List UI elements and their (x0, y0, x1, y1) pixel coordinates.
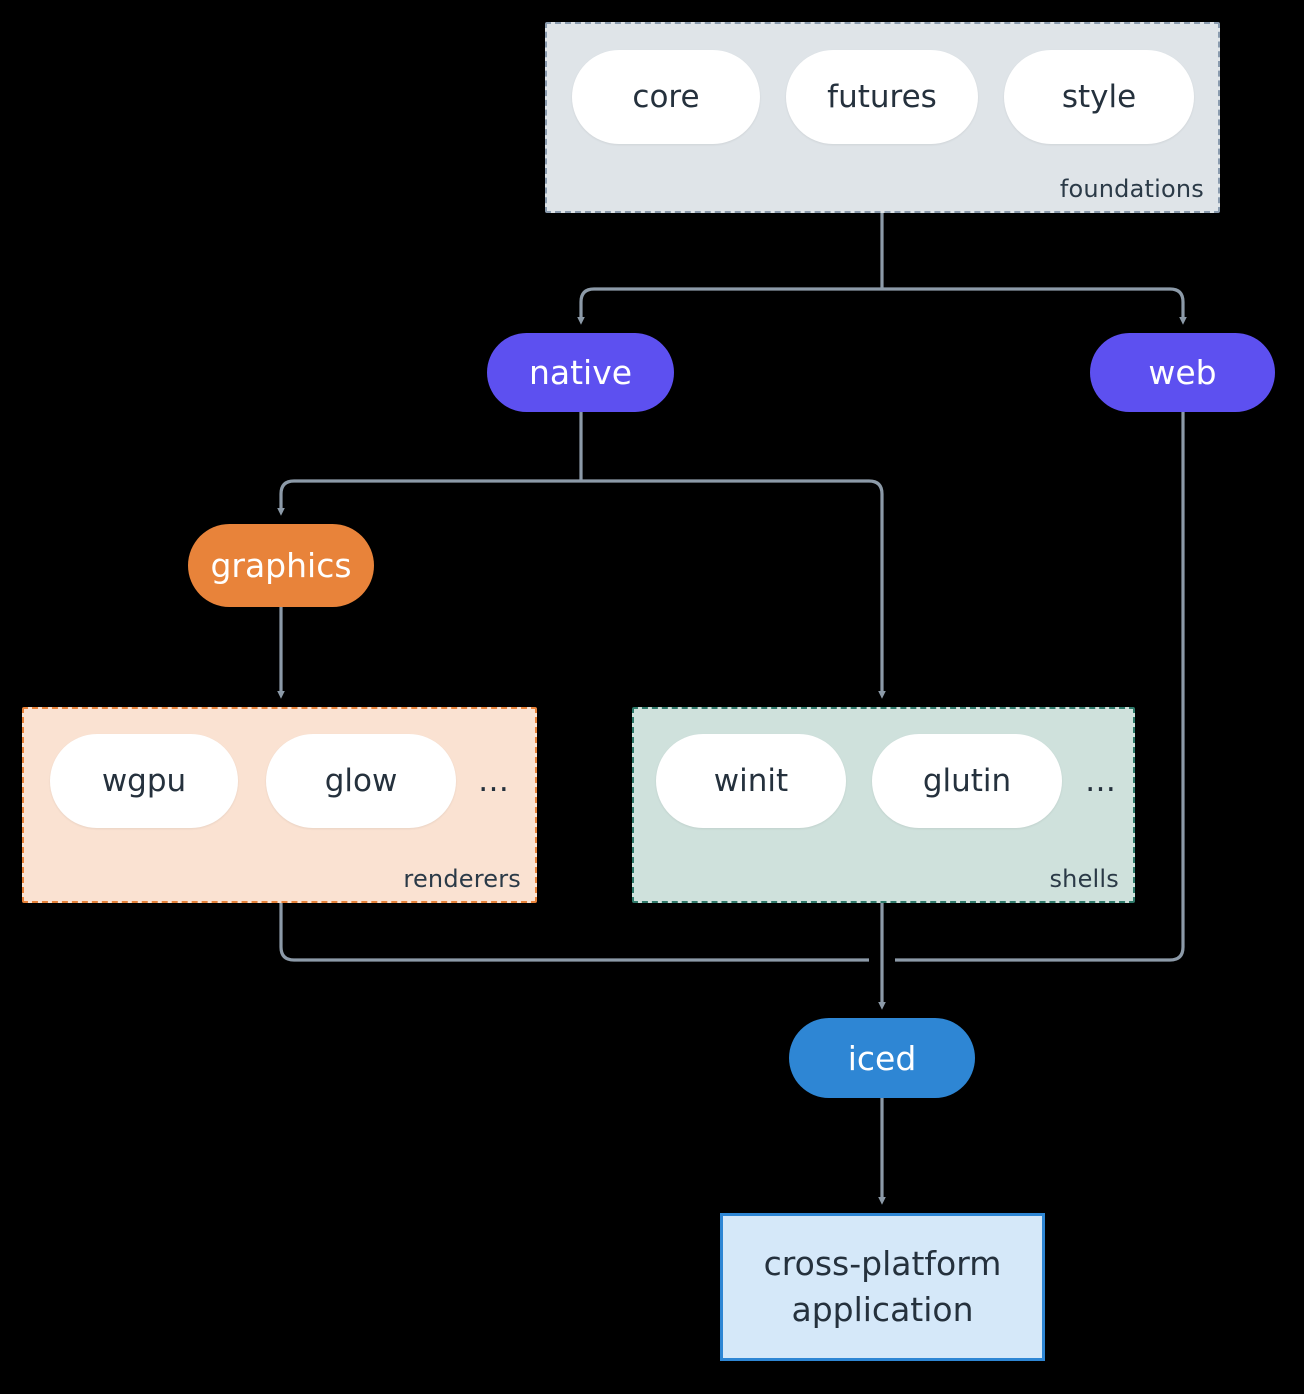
node-label-native: native (528, 353, 633, 392)
chip-label-winit: winit (713, 763, 789, 799)
node-label-iced: iced (847, 1038, 917, 1078)
chip-style[interactable]: style (1004, 50, 1194, 144)
edge-native-to-graphics (277, 479, 581, 516)
chip-label-glutin: glutin (922, 763, 1012, 799)
node-label-web: web (1148, 353, 1217, 392)
chip-glutin[interactable]: glutin (872, 734, 1062, 828)
group-label-shells: shells (1049, 865, 1119, 893)
chip-futures[interactable]: futures (786, 50, 978, 144)
chip-core[interactable]: core (572, 50, 760, 144)
edge-foundations-to-native (577, 287, 882, 325)
chip-wgpu[interactable]: wgpu (50, 734, 238, 828)
chip-glow[interactable]: glow (266, 734, 456, 828)
node-label-application-line2: application (791, 1290, 974, 1329)
renderers-ellipsis: … (478, 763, 511, 799)
edge-native-to-shells (581, 479, 886, 699)
chip-label-glow: glow (324, 763, 398, 799)
chip-label-futures: futures (827, 79, 937, 115)
edge-renderers-to-iced (279, 903, 869, 962)
node-iced[interactable]: iced (789, 1018, 975, 1098)
node-graphics[interactable]: graphics (188, 524, 374, 607)
chip-label-core: core (632, 79, 700, 115)
node-label-application-line1: cross-platform (763, 1244, 1002, 1284)
edge-foundations-to-web (882, 287, 1187, 325)
shells-ellipsis: … (1085, 763, 1118, 799)
chip-winit[interactable]: winit (656, 734, 846, 828)
node-native[interactable]: native (487, 333, 674, 412)
node-web[interactable]: web (1090, 333, 1275, 412)
chip-label-style: style (1061, 79, 1137, 115)
group-label-renderers: renderers (403, 865, 521, 893)
node-application[interactable]: cross-platform application (720, 1213, 1045, 1361)
node-label-graphics: graphics (210, 546, 352, 585)
chip-label-wgpu: wgpu (101, 763, 187, 799)
group-label-foundations: foundations (1059, 175, 1204, 203)
